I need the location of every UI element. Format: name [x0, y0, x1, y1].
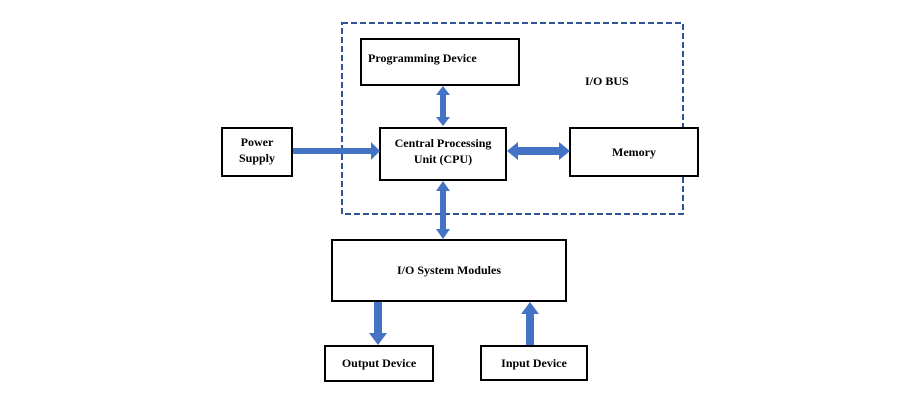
power-supply-block [221, 127, 293, 177]
cpu-label-line1: Central Processing [395, 136, 492, 150]
memory-block [569, 127, 699, 177]
power-supply-label-line1: Power [241, 135, 274, 149]
input-device-block [480, 345, 588, 381]
programming-device-block [360, 38, 520, 86]
cpu-io-arrow [436, 181, 450, 239]
io-modules-block [331, 239, 567, 302]
cpu-block [379, 127, 507, 181]
programming-cpu-arrow [436, 86, 450, 126]
cpu-memory-arrow [507, 142, 570, 160]
cpu-label-line2: Unit (CPU) [414, 152, 472, 166]
power-supply-label-line2: Supply [239, 151, 275, 165]
output-device-block [324, 345, 434, 382]
input-device-label: Input Device [501, 356, 567, 370]
io-modules-label: I/O System Modules [397, 263, 501, 277]
input-io-arrow [521, 302, 539, 345]
io-bus-region [341, 22, 684, 215]
output-device-label: Output Device [342, 356, 417, 370]
io-output-arrow [369, 302, 387, 345]
programming-device-label: Programming Device [368, 51, 477, 65]
memory-label: Memory [612, 145, 656, 159]
io-bus-label: I/O BUS [585, 74, 629, 88]
power-cpu-arrow [293, 142, 380, 160]
